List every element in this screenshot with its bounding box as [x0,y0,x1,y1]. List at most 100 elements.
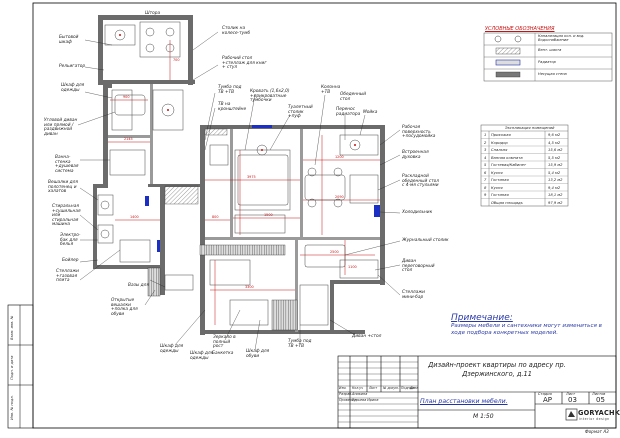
sheet-scale: М 1:50 [473,413,494,420]
callout-tv-kronshtein: ТВ на кронштейне [218,102,247,112]
legend-title: УСЛОВНЫЕ ОБОЗНАЧЕНИЯ [485,26,555,32]
room-area: 18,1 м2 [548,193,563,197]
sheets-label: Листов [592,392,606,396]
logo-sub: interior design [579,417,610,421]
room-n: 2 [484,140,487,145]
callout-vazy: Вазы для [128,283,149,288]
callout-shtora: Штора [145,11,161,16]
dim-label: 700 [173,58,180,62]
floor-plan [77,15,401,351]
room-name: Гостиная [491,178,509,182]
side-label-vzam: Взам. инв. № [10,315,14,340]
room-n: 5 [484,163,487,167]
project-title: Дизайн-проект квартиры по адресу пр. Дзе… [428,361,566,378]
company-logo: GORYACHKO interior design [564,407,620,425]
callout-vstroennye: Шкаф для обуви [246,349,270,359]
col-podpis: Подпись [401,386,416,390]
dim-label: 900 [123,95,130,99]
col-dokum: № докум. [383,386,399,390]
sewer-symbol [494,35,502,43]
callout-boiler: Бойлер [62,258,79,263]
room-name: Кухня [491,170,503,175]
logo-name: GORYACHKO [578,409,620,417]
dim-label: 1100 [348,265,357,269]
note-body: Размеры мебели и сантехники могут измени… [451,323,602,336]
legend-item-radiator: Радиатор [538,60,556,64]
room-name: Прихожая [491,133,511,137]
callout-holodilnik: Холодильник [402,210,433,215]
proveril-label: Проверил [339,398,357,402]
callout-tumba-tv-bottom: Тумба под ТВ +ТВ [288,339,312,349]
sheets-value: 05 [596,396,605,404]
room-name: Гостиная [491,193,509,197]
room-area: 9,6 м2 [548,133,561,137]
room-total-area: 97,9 м2 [548,200,563,205]
proveril-value: Гурьева Ирина [352,398,379,402]
callout-reiligator: Рельигатор [59,64,86,69]
room-n: 1 [484,133,487,137]
dim-label: 1500 [264,213,273,217]
room-n: 7 [484,178,487,182]
callout-tumba-tv: Тумба под ТВ +ТВ [218,85,242,95]
room-name: Кухня [491,185,503,190]
callout-stellazh-kitchen: Стеллажи +газовая плита [56,269,79,283]
callout-zerkalo: Зеркало в полный рост [213,335,236,349]
dim-label: 3300 [245,285,254,289]
format-label: Формат А3 [585,429,609,434]
vent-symbol [495,47,521,55]
col-izm: Изм. [339,386,347,390]
side-label-inv: Инв. № подл. [10,395,14,420]
side-label-podp: Подп. и дата [10,355,14,380]
stage-label: Стадия [538,392,552,396]
callout-vstroenny-duhovka: Встроенная духовка [402,150,429,160]
dim-label: 3975 [247,175,256,179]
room-name: Спальня [491,148,508,152]
callout-rabochaya-poverhnost: Рабочая поверхность +посудомойка [402,125,436,139]
room-area: 5,5 м2 [548,155,561,160]
room-area: 15,6 м2 [548,148,563,152]
room-n: 3 [484,148,487,152]
razrab-value: Аникина [352,392,368,396]
legend-item-vent: Вент. шахта [538,48,562,52]
legend-item-wall: Несущая стена [538,72,567,76]
callout-shkaf-odezhdy-bottom: Шкаф для одежды [160,344,184,354]
callout-raskladnoy: Раскладной обеденный стол с 4-мя стульям… [402,174,439,188]
col-koluch: Кол.уч [352,386,364,390]
room-n: 4 [484,155,487,160]
callout-shkaf-obuv: Шкаф для одежды [190,351,214,361]
dim-label: 2500 [330,250,339,254]
callout-banketka: Банкетка [212,351,234,356]
dim-label: 1400 [130,215,139,219]
room-area: 9,4 м2 [548,185,561,190]
sheet-value: 03 [568,396,577,404]
dim-label: 2145 [124,137,133,141]
logo-icon [565,408,578,421]
room-n: 6 [484,170,487,175]
legend-item-sewer: Канализация кол. и вод. Водоснабжение [538,34,585,42]
room-total-label: Общая площадь [491,200,523,205]
callout-stelazh-mini: Стеллажи мини-бар [402,290,425,300]
callout-tualetny: Туалетный столик +пуф [288,105,313,119]
callout-uglovoy-divan: Угловой диван или прямой /раздвижной див… [44,118,78,137]
dim-label: 800 [212,215,219,219]
note-heading: Примечание: [451,313,513,323]
callout-obedenny: Обеденный стол [340,92,367,102]
callout-elektrobak: Электро- бак для белья [60,233,81,247]
col-list: Лист [369,386,378,390]
room-area: 13,2 м2 [548,178,563,182]
callout-krovat: Кровать (1,6х2,0) +прикроватные тумбочки [250,89,290,103]
callout-shkaf-odezhdy-left: Шкаф для одежды [61,83,85,93]
room-area: 15,9 м2 [548,163,563,167]
callout-divan-bottom: Диван +стол [352,334,382,339]
callout-moika: Мойка [363,110,378,115]
callout-divan-peregovorny: Диван переговорный стол [402,259,435,273]
callout-rabochiy-stol: Рабочий стол +стеллаж для книг + стул [222,56,267,70]
callout-vanna: Ванна- стенка +душевая система [55,155,79,174]
room-name: Ванная комната [491,155,523,160]
callout-stoliki: Столик на колесе-тумб [222,26,251,36]
room-area: 4,5 м2 [548,140,561,145]
callout-kolonna: Колонна +ТВ [321,85,341,95]
sheet-label: Лист [566,392,576,396]
